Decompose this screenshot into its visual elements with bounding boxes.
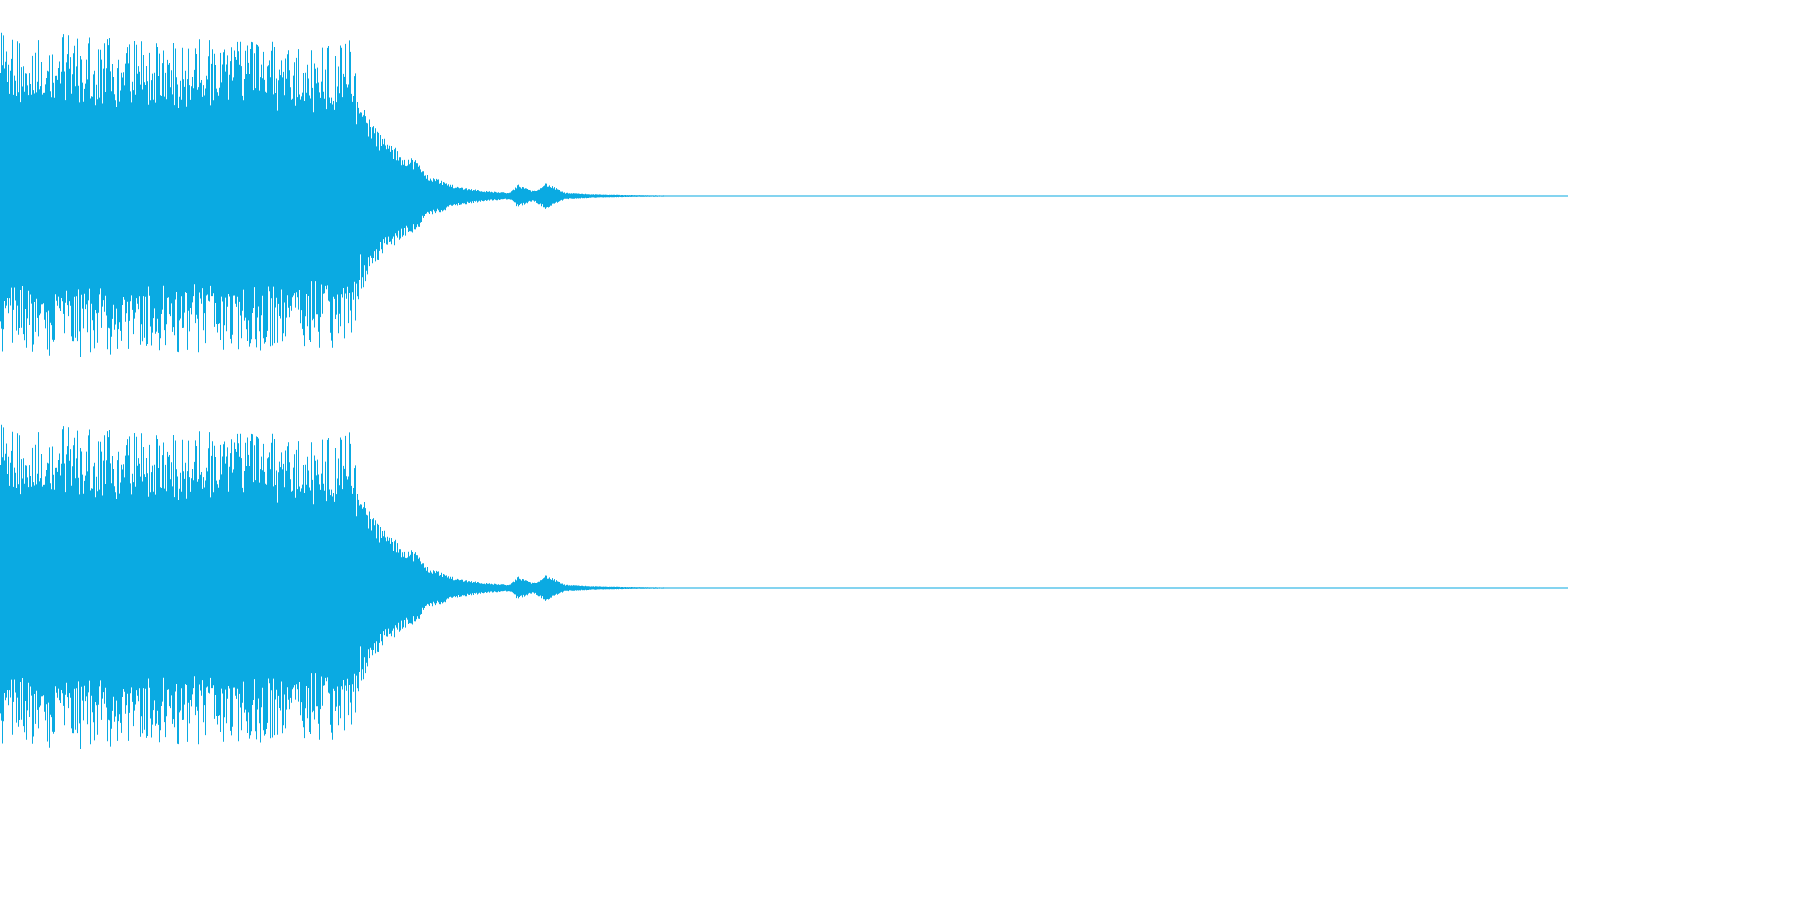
- waveform-channel-2: [0, 392, 1568, 784]
- waveform-view: [0, 0, 1568, 784]
- waveform-channel-1: [0, 0, 1568, 392]
- waveform-channel-2-plot: [0, 424, 1568, 749]
- waveform-core: [0, 518, 686, 658]
- waveform-channel-1-plot: [0, 32, 1568, 357]
- waveform-core: [0, 126, 686, 266]
